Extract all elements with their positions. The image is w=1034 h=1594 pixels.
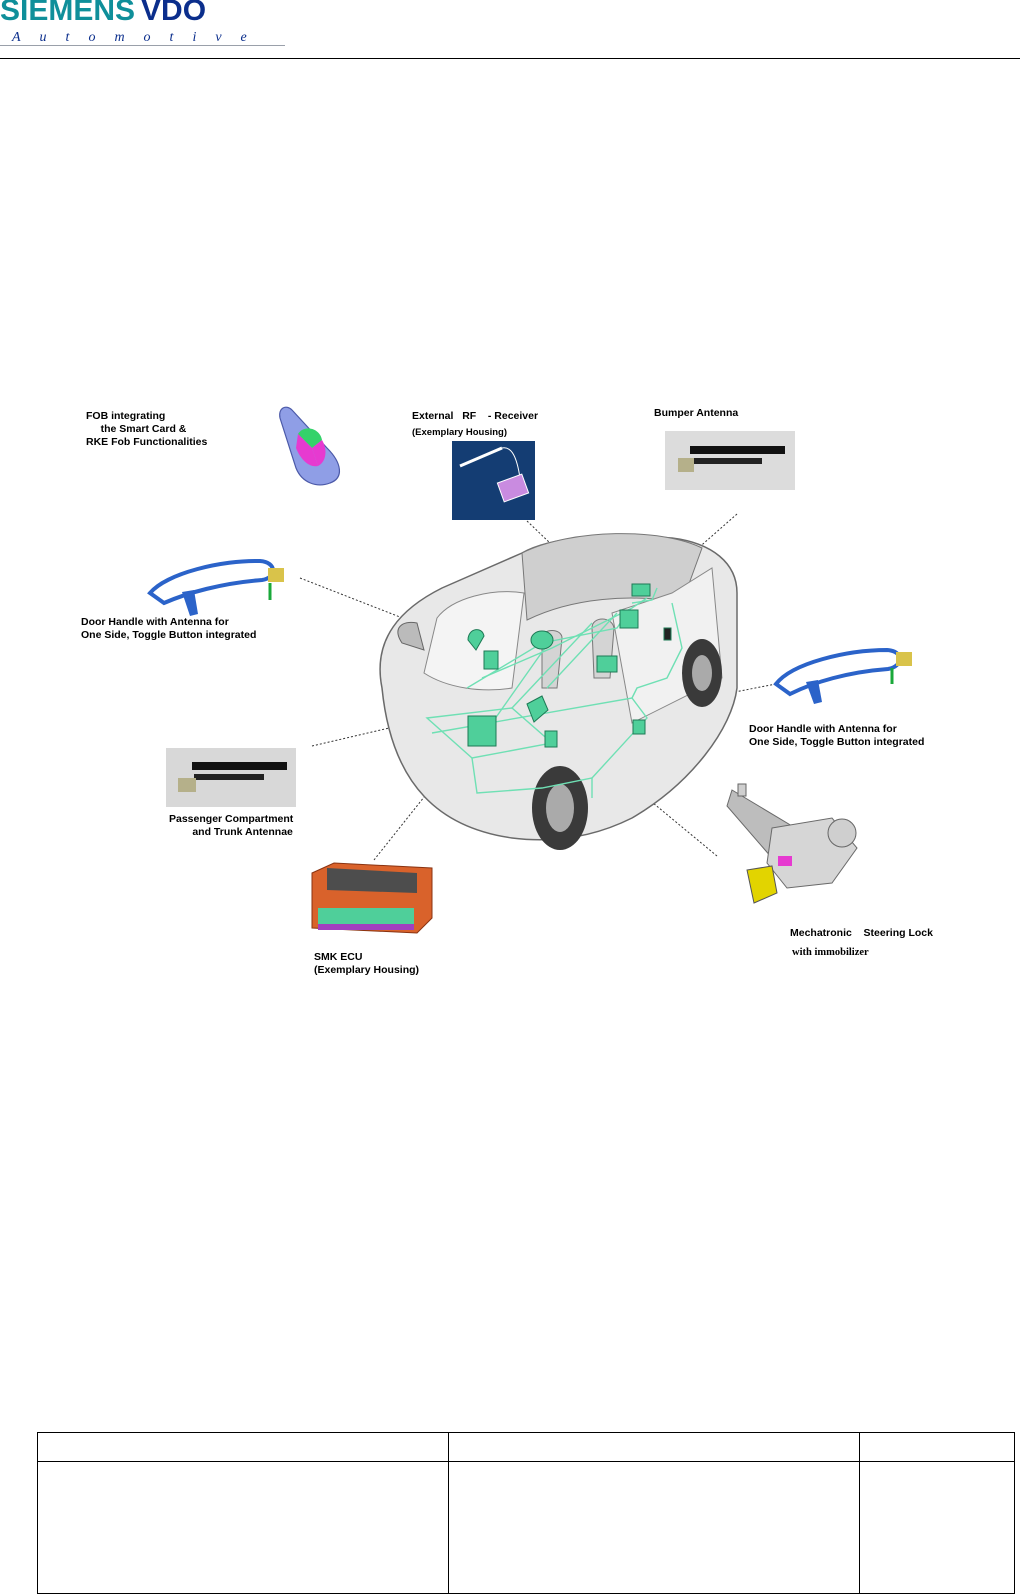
- logo-tagline: Automotive: [12, 30, 266, 45]
- footer-body-cell-3: [859, 1461, 1015, 1594]
- door-handle-right-label: Door Handle with Antenna for One Side, T…: [749, 723, 925, 748]
- logo-underline: [0, 45, 285, 46]
- smart-key-system-figure: FOB integrating the Smart Card & RKE Fob…: [72, 388, 970, 995]
- door-handle-left-on-car: [467, 629, 485, 651]
- door-handle-right-photo: [773, 647, 912, 704]
- seat-sensor: [596, 655, 618, 673]
- leader-steering-lock: [646, 797, 718, 857]
- antenna-door-right: [632, 719, 646, 735]
- car-illustration: [379, 533, 738, 850]
- logo-brand-left: SIEMENS: [0, 0, 136, 27]
- steering-lock-on-car: [526, 695, 549, 723]
- leader-door-left: [299, 577, 465, 643]
- footer-header-cell-2: [448, 1432, 860, 1462]
- footer-header-row: [37, 1432, 1015, 1462]
- rf-receiver-photo: [452, 441, 535, 520]
- antenna-interior-front: [483, 650, 499, 670]
- bumper-antenna-label: Bumper Antenna: [654, 407, 739, 419]
- bumper-antenna-photo: [665, 431, 795, 490]
- footer-body-cell-1: [37, 1461, 449, 1594]
- door-handle-left-label: Door Handle with Antenna for One Side, T…: [81, 616, 257, 641]
- footer-header-cell-3: [859, 1432, 1015, 1462]
- figure-artwork: [147, 406, 912, 934]
- fob-icon: [279, 406, 340, 486]
- footer-body-cell-2: [448, 1461, 860, 1594]
- smk-ecu-label: SMK ECU (Exemplary Housing): [314, 951, 420, 976]
- smk-ecu-photo: [311, 862, 433, 934]
- leader-rf-receiver: [526, 520, 551, 544]
- ecu-in-car: [467, 715, 497, 747]
- footer-header-cell-1: [37, 1432, 449, 1462]
- steering-lock-photo: [726, 783, 858, 904]
- rf-receiver-label: External RF - Receiver: [412, 410, 539, 422]
- passenger-antenna-label: Passenger Compartment and Trunk Antennae: [169, 813, 294, 838]
- fob-label: FOB integrating the Smart Card & RKE Fob…: [86, 410, 208, 448]
- antenna-rear: [631, 583, 651, 597]
- passenger-antenna-photo: [166, 748, 296, 807]
- footer-table: [37, 1432, 1015, 1594]
- footer-body-row: [37, 1461, 1015, 1594]
- antenna-console: [544, 730, 558, 748]
- leader-bumper: [686, 513, 738, 559]
- logo-brand-right: VDO: [141, 0, 207, 27]
- b-pillar-sensor: [619, 609, 639, 629]
- sensor-black: [663, 627, 672, 641]
- door-handle-left-photo: [147, 558, 284, 616]
- leader-passenger-antenna: [311, 717, 433, 747]
- steering-wheel-sensor: [530, 630, 554, 650]
- steering-lock-immobilizer-label: with immobilizer: [792, 947, 869, 958]
- car-components: [467, 583, 672, 748]
- steering-lock-label: Mechatronic Steering Lock: [790, 927, 933, 939]
- header-divider: [0, 58, 1020, 59]
- rf-receiver-housing-label: (Exemplary Housing): [412, 427, 508, 438]
